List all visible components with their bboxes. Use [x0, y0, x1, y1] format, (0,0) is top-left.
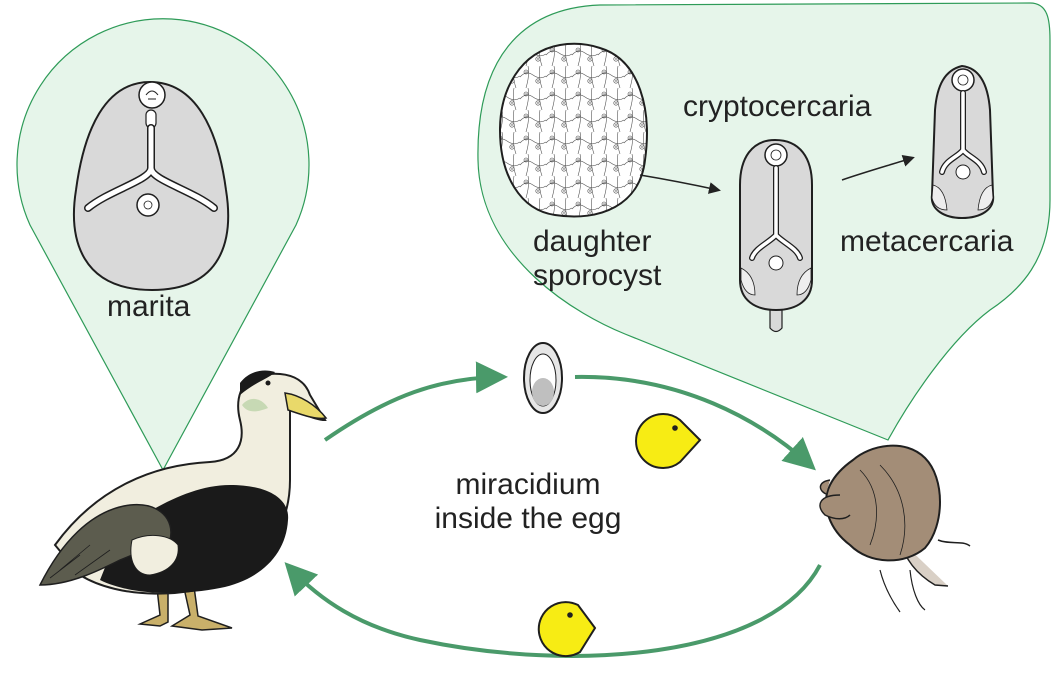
miracidium-line1: miracidium	[418, 468, 638, 502]
pacman-icon	[636, 414, 700, 468]
miracidium-label: miracidium inside the egg	[418, 468, 638, 535]
metacercaria-worm-icon	[932, 66, 993, 218]
daughter-sporocyst-line2: sporocyst	[533, 259, 661, 293]
marita-label: marita	[107, 290, 190, 324]
miracidium-line2: inside the egg	[418, 502, 638, 536]
arrow-duck-to-egg	[325, 377, 500, 440]
cryptocercaria-label: cryptocercaria	[683, 90, 871, 124]
pacman-icon	[539, 602, 595, 656]
snail-icon	[820, 446, 970, 612]
metacercaria-label: metacercaria	[840, 225, 1013, 259]
daughter-sporocyst-label: daughter sporocyst	[533, 225, 661, 292]
daughter-sporocyst-icon	[500, 44, 647, 217]
cryptocercaria-worm-icon	[740, 140, 812, 332]
egg-icon	[524, 343, 562, 413]
daughter-sporocyst-line1: daughter	[533, 225, 661, 259]
